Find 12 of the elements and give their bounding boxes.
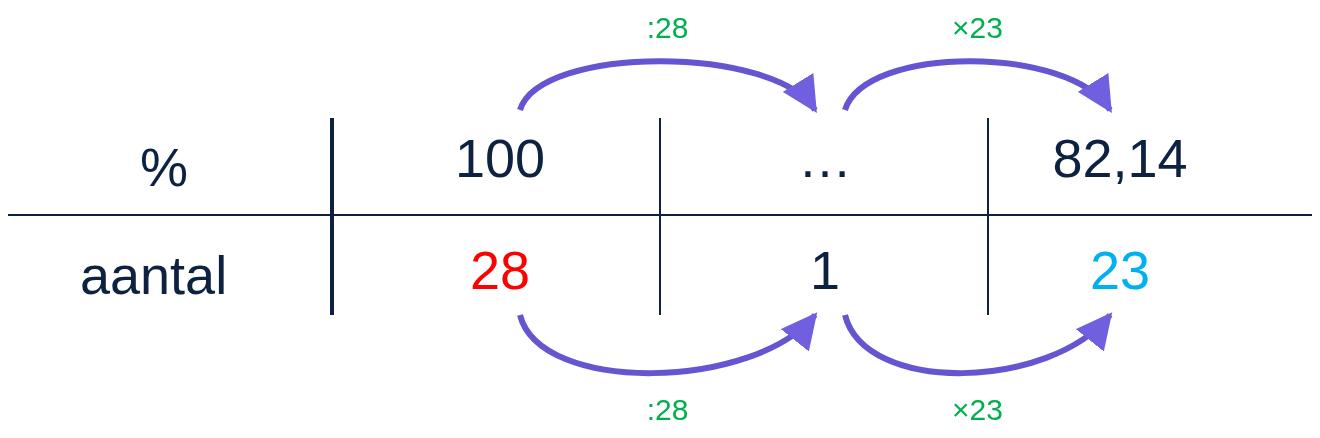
row-header: aantal bbox=[80, 248, 228, 302]
table-value: … bbox=[798, 130, 852, 185]
row-header: % bbox=[140, 140, 188, 194]
table-value: 23 bbox=[1089, 243, 1151, 297]
table-value: 82,14 bbox=[1052, 130, 1188, 185]
table-value: 28 bbox=[469, 243, 531, 297]
curved-arrow bbox=[842, 58, 1113, 113]
curved-arrow bbox=[517, 312, 818, 377]
table-value: 1 bbox=[809, 243, 840, 297]
curved-arrow bbox=[842, 312, 1113, 377]
curved-arrow bbox=[517, 58, 818, 113]
table-value: 100 bbox=[454, 130, 546, 185]
